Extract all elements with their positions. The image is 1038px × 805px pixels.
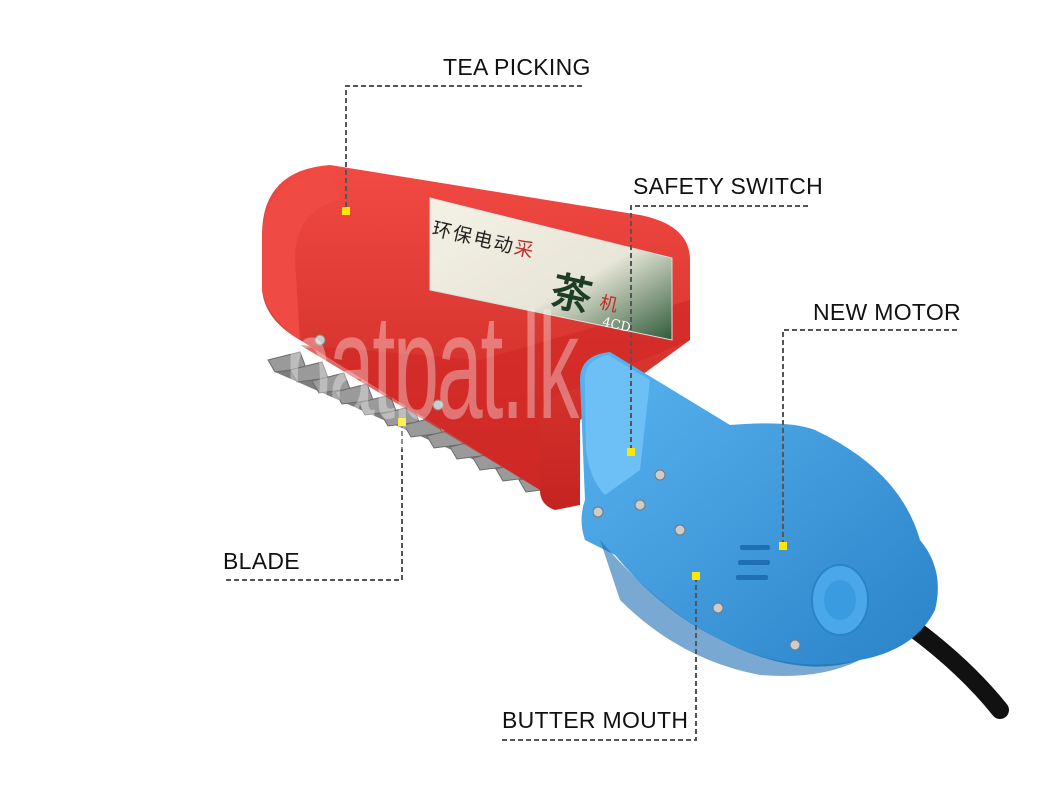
- marker-new-motor: [779, 542, 787, 550]
- watermark: patpat.lk: [285, 282, 579, 450]
- label-new-motor: NEW MOTOR: [813, 299, 961, 325]
- motor-housing: [580, 352, 938, 676]
- marker-safety-switch: [627, 448, 635, 456]
- leader-tea-picking: [345, 85, 582, 210]
- marker-blade: [398, 418, 406, 426]
- leader-butter-mouth: [502, 576, 697, 741]
- marker-butter-mouth: [692, 572, 700, 580]
- leader-blade: [226, 422, 403, 581]
- marker-tea-picking: [342, 207, 350, 215]
- leader-new-motor: [782, 329, 957, 546]
- collecting-basket: [262, 165, 690, 510]
- label-blade: BLADE: [223, 548, 300, 574]
- marker-dots: [342, 207, 787, 580]
- label-butter-mouth: BUTTER MOUTH: [502, 707, 689, 733]
- leader-lines: [226, 85, 957, 741]
- leader-safety-switch: [630, 205, 808, 452]
- label-safety-switch: SAFETY SWITCH: [633, 173, 824, 199]
- label-tea-picking: TEA PICKING: [443, 54, 591, 80]
- product-sticker: [429, 197, 673, 341]
